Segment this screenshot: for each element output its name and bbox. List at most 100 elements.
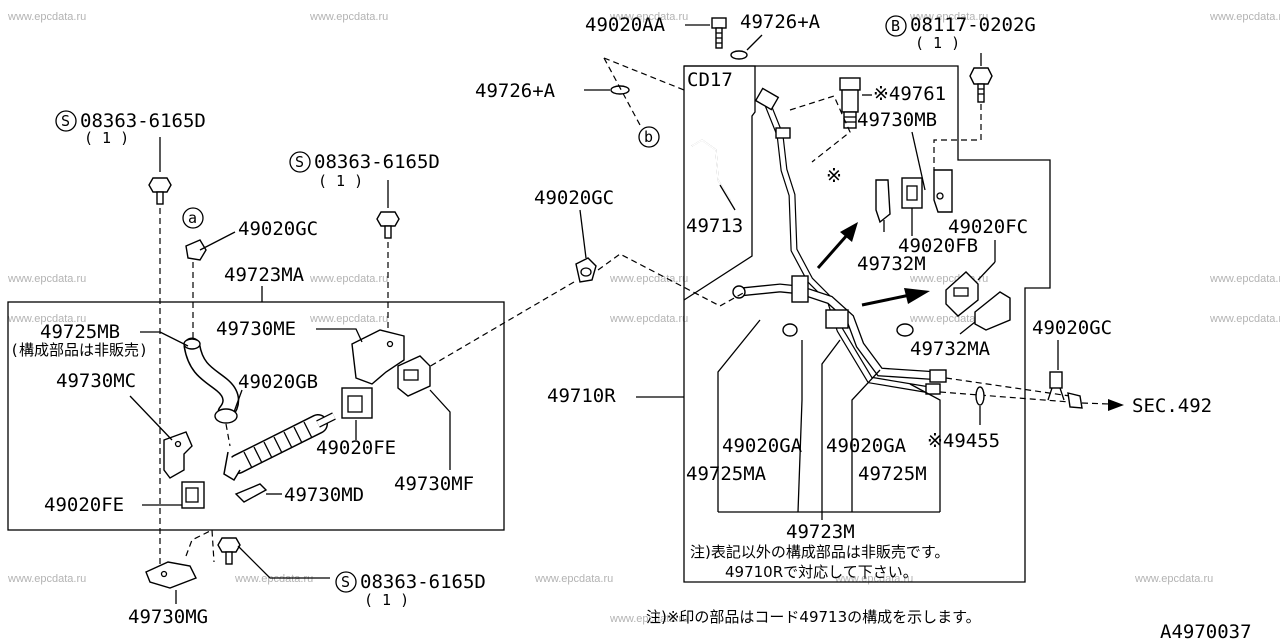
label-49725MB: 49725MB	[40, 321, 120, 343]
label-sec492: SEC.492	[1132, 395, 1212, 417]
bracket-49730ME	[351, 329, 405, 385]
part-49713	[691, 139, 731, 201]
bracket-49730MC	[163, 431, 193, 479]
label-49455: ※49455	[927, 430, 1000, 452]
marker-B	[885, 15, 907, 37]
clip-49020GC-right	[1047, 371, 1065, 401]
bracket-49020FE-2	[181, 481, 205, 509]
marker-a-label: a	[188, 209, 197, 227]
figure-code: A4970037	[1160, 621, 1252, 640]
label-49730MF: 49730MF	[394, 473, 474, 495]
label-49730MD: 49730MD	[284, 484, 364, 506]
label-49730ME: 49730ME	[216, 318, 296, 340]
watermark: www.epcdata.ru	[609, 613, 688, 625]
label-49730MB: 49730MB	[857, 109, 937, 131]
label-49710R: 49710R	[547, 385, 616, 407]
asterisk-mark: ※	[826, 165, 842, 187]
bolt-08363-6165D-1	[148, 177, 172, 205]
right-assembly-frame	[683, 65, 1051, 583]
pipe-end-sec492	[1067, 392, 1083, 409]
bolt-08363-6165D-3	[217, 537, 241, 565]
label-49726A-left: 49726+A	[475, 80, 556, 102]
bracket-49730MG	[145, 561, 197, 589]
label-49020FB: 49020FB	[898, 235, 978, 257]
watermark: www.epcdata.ru	[1134, 573, 1213, 585]
marker-s-1-label: S	[61, 112, 70, 130]
label-49020AA: 49020AA	[585, 14, 666, 36]
watermark: www.epcdata.ru	[309, 273, 388, 285]
label-08117-0202G: 08117-0202G	[910, 14, 1036, 36]
label-49020GA-2: 49020GA	[826, 435, 907, 457]
hose-corrugated	[223, 412, 336, 482]
watermarks: www.epcdata.ru www.epcdata.ru www.epcdat…	[7, 11, 1280, 625]
washer-49726A-top	[730, 50, 748, 60]
watermark: www.epcdata.ru	[234, 573, 313, 585]
pipe-fitting-top	[754, 87, 791, 139]
label-49761: ※49761	[873, 83, 946, 105]
label-49723MA: 49723MA	[224, 264, 305, 286]
marker-b-label: b	[644, 128, 653, 146]
watermark: www.epcdata.ru	[1209, 273, 1280, 285]
label-49020GC-top: 49020GC	[534, 187, 614, 209]
clamp-49020GA-2	[825, 309, 849, 329]
sensor-49761	[839, 77, 861, 129]
sec-arrow	[1108, 399, 1124, 411]
label-49732MA: 49732MA	[910, 338, 991, 360]
label-49020FE-1: 49020FE	[316, 437, 396, 459]
label-49020GA-1: 49020GA	[722, 435, 803, 457]
note-bottom: 注)※印の部品はコード49713の構成を示します。	[646, 608, 981, 626]
marker-s-2	[289, 151, 311, 173]
label-49732M: 49732M	[857, 253, 926, 275]
watermark: www.epcdata.ru	[7, 273, 86, 285]
label-cd17: CD17	[687, 69, 733, 91]
label-49723M: 49723M	[786, 521, 855, 543]
marker-B-label: B	[891, 17, 900, 35]
bracket-49020FB	[901, 177, 923, 209]
label-49725MB-note: (構成部品は非販売)	[10, 341, 148, 359]
watermark: www.epcdata.ru	[609, 313, 688, 325]
label-49730MC: 49730MC	[56, 370, 136, 392]
clamp-small-2	[896, 323, 914, 337]
clamp-small-1	[782, 323, 798, 337]
watermark: www.epcdata.ru	[609, 273, 688, 285]
label-49020GC-left: 49020GC	[238, 218, 318, 240]
label-s-code-1: 08363-6165D	[80, 110, 206, 132]
marker-s-3-label: S	[341, 573, 350, 591]
watermark: www.epcdata.ru	[909, 11, 988, 23]
bracket-49732MA	[974, 291, 1011, 331]
pipe-49723M	[732, 98, 947, 395]
label-49713: 49713	[686, 215, 743, 237]
label-49725MA: 49725MA	[686, 463, 767, 485]
watermark: www.epcdata.ru	[609, 11, 688, 23]
clip-49020GC-left	[185, 239, 207, 261]
left-subassembly-frame	[7, 301, 505, 531]
clamp-49020GB	[214, 408, 238, 424]
watermark: www.epcdata.ru	[534, 573, 613, 585]
label-s-code-3: 08363-6165D	[360, 571, 486, 593]
watermark: www.epcdata.ru	[909, 313, 988, 325]
bracket-49020FC	[945, 271, 979, 317]
bracket-49020FE-1	[341, 387, 373, 419]
label-s-qty-2: ( 1 )	[318, 172, 363, 190]
clip-49020GC-top	[575, 257, 597, 283]
direction-arrow-2	[861, 288, 930, 307]
label-s-code-2: 08363-6165D	[314, 151, 440, 173]
watermark: www.epcdata.ru	[1209, 11, 1280, 23]
hose-49725MB	[183, 337, 240, 421]
label-s-qty-1: ( 1 )	[84, 129, 129, 147]
watermark: www.epcdata.ru	[7, 11, 86, 23]
clamp-49020GA-1	[791, 275, 809, 303]
label-49020FE-2: 49020FE	[44, 494, 124, 516]
direction-arrow-1	[816, 222, 858, 269]
watermark: www.epcdata.ru	[309, 313, 388, 325]
label-49020GC-right: 49020GC	[1032, 317, 1112, 339]
label-s-qty-3: ( 1 )	[364, 591, 409, 609]
watermark: www.epcdata.ru	[7, 573, 86, 585]
note-box-line1: 注)表記以外の構成部品は非販売です。	[690, 543, 949, 561]
watermark: www.epcdata.ru	[1209, 313, 1280, 325]
marker-s-3	[335, 571, 357, 593]
o-ring-49455	[975, 386, 985, 406]
clip-49730MD	[234, 483, 268, 503]
bolt-49020AA	[711, 17, 727, 49]
